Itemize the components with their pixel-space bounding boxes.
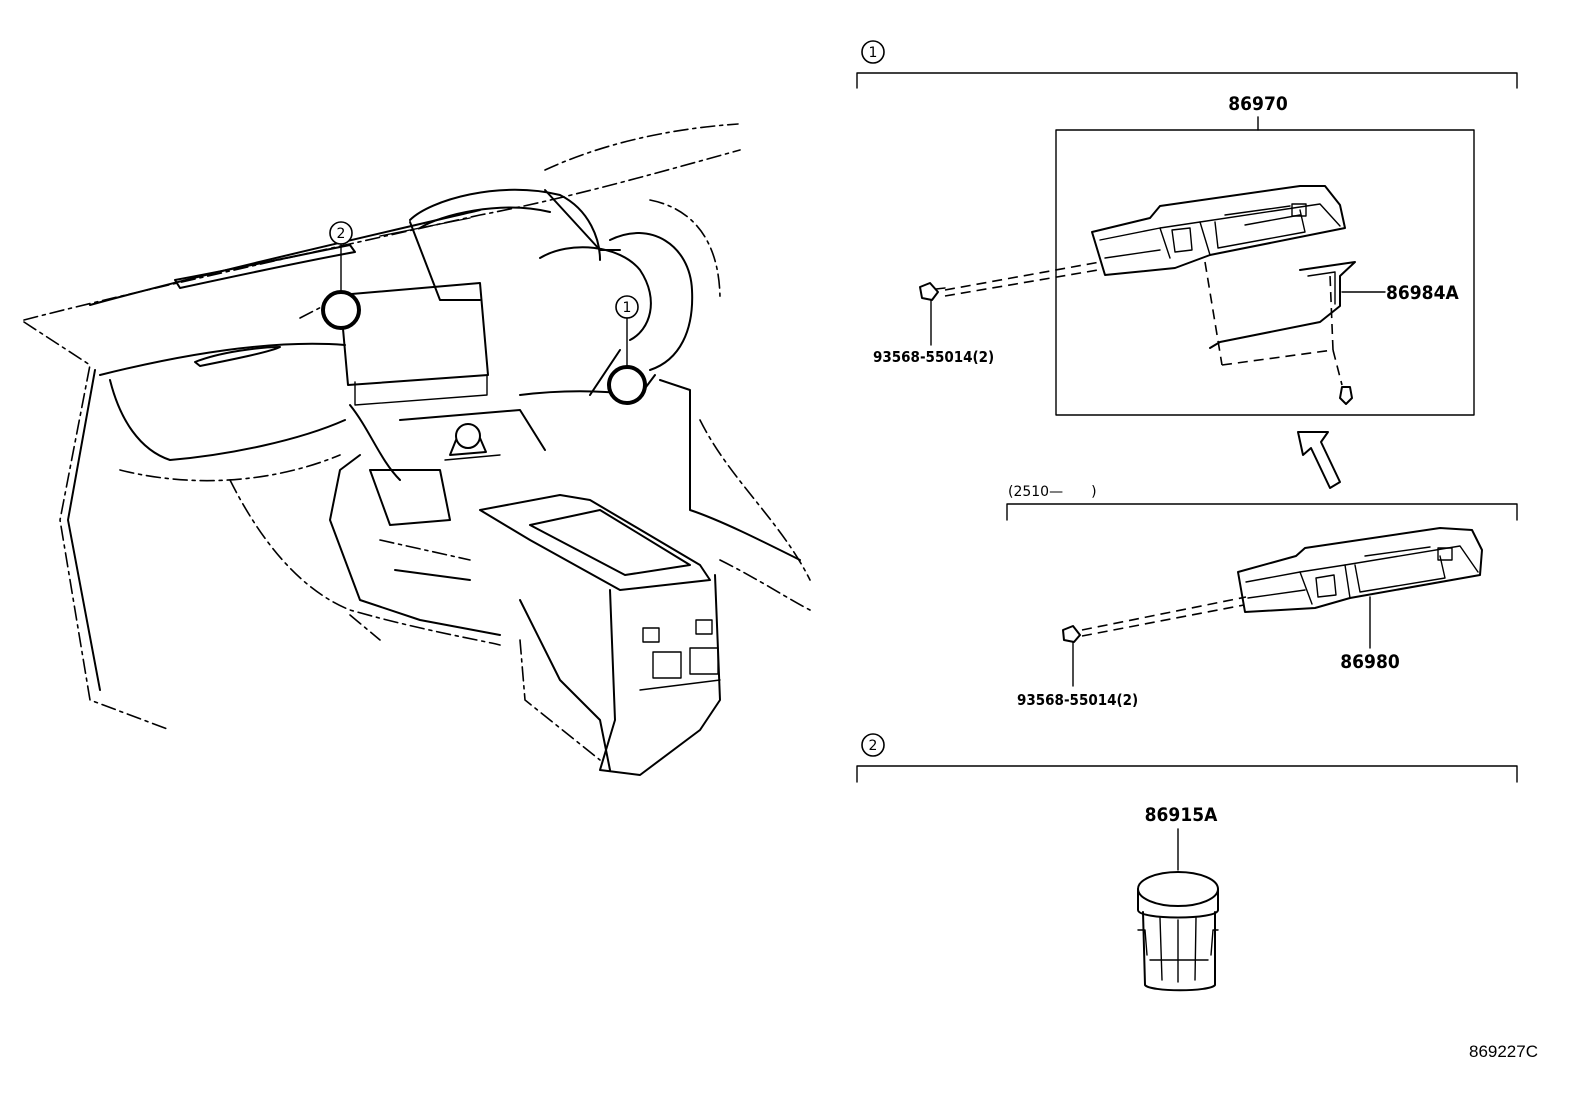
module-upper-drawing xyxy=(1091,185,1346,276)
part-93568-upper-label: 93568-55014(2) xyxy=(873,348,994,366)
callout-2-marker: 2 xyxy=(321,221,361,330)
section-2-header: 2 xyxy=(856,733,1518,783)
part-86980-label: 86980 xyxy=(1340,651,1400,673)
callout-2-number: 2 xyxy=(337,226,346,242)
part-86970-label: 86970 xyxy=(1228,93,1288,115)
section-1-number: 1 xyxy=(869,45,878,61)
effective-date-group: (2510— ) xyxy=(1006,484,1518,521)
dashboard-illustration: 2 1 xyxy=(23,123,811,776)
effective-date-label: (2510— ) xyxy=(1008,484,1097,500)
module-later-group: 86980 93568-55014(2) xyxy=(1017,527,1483,709)
callout-1-number: 1 xyxy=(623,300,632,316)
module-assembly-group: 86970 86984A xyxy=(873,93,1475,416)
illustration-code: 869227C xyxy=(1469,1042,1538,1061)
bracket-drawing xyxy=(1209,261,1356,349)
part-86915A-label: 86915A xyxy=(1145,804,1218,826)
callout-1-marker: 1 xyxy=(607,295,647,405)
update-arrow xyxy=(1297,431,1341,489)
section-2-number: 2 xyxy=(869,738,878,754)
usb-port-group: 86915A xyxy=(1137,804,1219,992)
part-93568-lower-label: 93568-55014(2) xyxy=(1017,691,1138,709)
section-1-header: 1 xyxy=(856,40,1518,89)
part-86984A-label: 86984A xyxy=(1386,282,1459,304)
bolt-upper-drawing xyxy=(919,282,946,346)
